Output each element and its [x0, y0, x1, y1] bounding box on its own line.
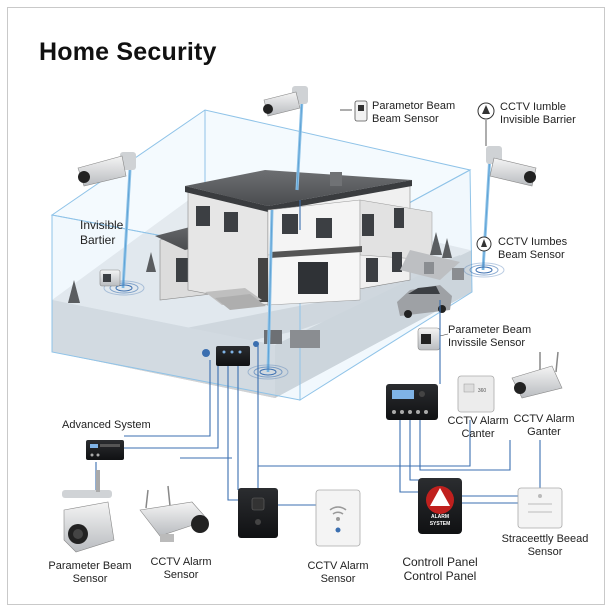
bottom-parameter-camera: [62, 470, 115, 553]
beam-ripples: [103, 262, 505, 380]
keypad-control-unit: [386, 384, 438, 420]
patio-hub: [202, 341, 259, 366]
frame-border: [7, 7, 605, 605]
alarm-system-panel: ALARM SYSTEM: [418, 478, 462, 534]
straceettly-bead-sensor: [517, 487, 563, 529]
camera-right-pole: [486, 146, 537, 187]
sensor-poles: [121, 99, 492, 373]
alarm-box-line1: ALARM: [431, 514, 449, 520]
alarm-box-line2: SYSTEM: [430, 521, 451, 527]
beam-sensor-left-wall: [99, 269, 121, 287]
bottom-cctv-camera: [139, 485, 209, 542]
camera-left-pole: [77, 152, 136, 187]
page-title: Home Security: [39, 38, 217, 66]
advanced-system-module: [86, 440, 124, 460]
mid-cctv-alarm-sensor: [315, 489, 361, 547]
central-sensor-box: [238, 488, 278, 538]
cctv-iumble-icon: [477, 102, 495, 146]
cctv-alarm-canter-box: 360: [457, 375, 495, 413]
parameter-invissile-sensor: [417, 327, 449, 351]
canter-box-text: 360: [478, 388, 487, 394]
cctv-alarm-ganter-camera: [511, 351, 563, 399]
top-parametor-icon: [340, 100, 368, 122]
camera-top-center: [263, 86, 308, 117]
label-advanced-system: Advanced System: [62, 419, 151, 431]
car: [397, 285, 452, 318]
cctv-iumbes-icon: [476, 236, 492, 252]
house: [68, 170, 464, 348]
